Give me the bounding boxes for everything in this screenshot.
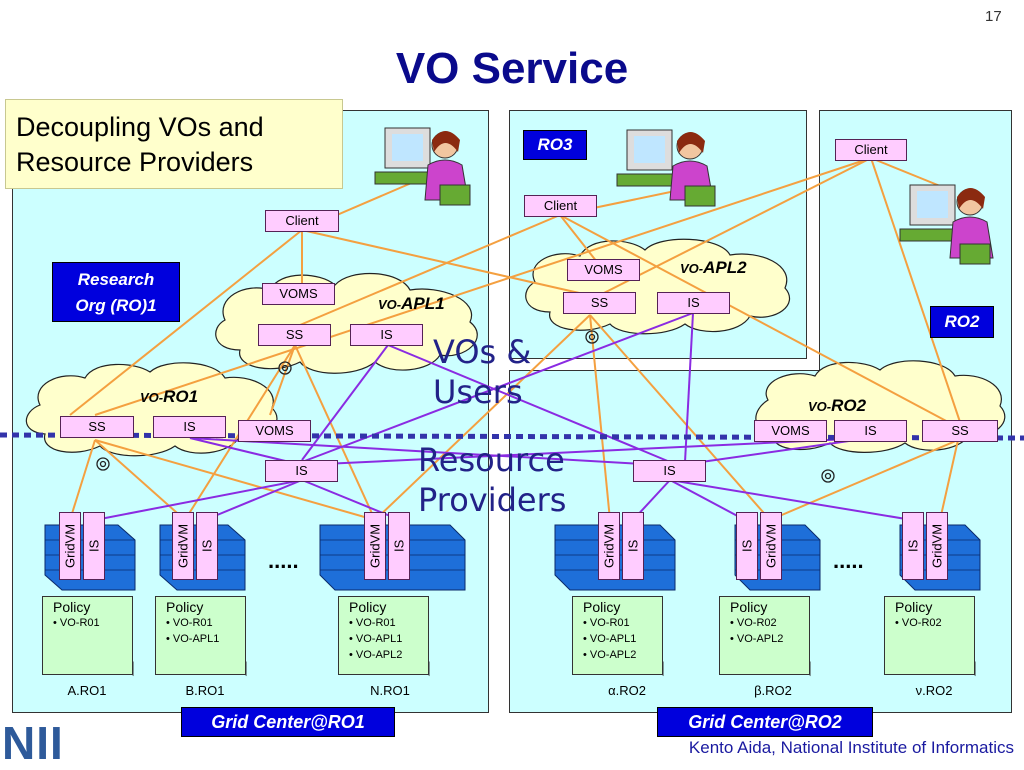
gridvm-alpha: GridVM <box>598 512 620 580</box>
is-ro1: IS <box>153 416 226 438</box>
nii-logo: NII <box>2 717 64 769</box>
node-label-nu: ν.RO2 <box>915 683 953 698</box>
policy-alpha-item: • VO-APL2 <box>583 649 637 661</box>
footer-credit: Kento Aida, National Institute of Inform… <box>688 738 1014 757</box>
label-ro1: Research Org (RO)1 <box>52 262 180 322</box>
is-beta: IS <box>736 512 758 580</box>
vo-ro1-prefix: VO- <box>140 390 164 405</box>
is-apl1: IS <box>350 324 423 346</box>
policy-b-item: • VO-APL1 <box>166 633 220 645</box>
vo-ro2-prefix: VO- <box>808 399 832 414</box>
label-ro2: RO2 <box>930 306 994 338</box>
policy-alpha-heading: Policy <box>583 599 621 615</box>
policy-alpha: Policy • VO-R01 • VO-APL1 • VO-APL2 <box>572 596 663 675</box>
subtitle-line-1: Decoupling VOs and <box>16 112 264 142</box>
ss-ro2: SS <box>922 420 998 442</box>
user-icon-3 <box>899 184 994 265</box>
policy-alpha-item: • VO-R01 <box>583 617 630 629</box>
policy-beta-heading: Policy <box>730 599 768 615</box>
is-ro2: IS <box>834 420 907 442</box>
ellipsis-ro2: ..... <box>833 548 864 573</box>
policy-alpha-item: • VO-APL1 <box>583 633 637 645</box>
vo-apl1-label: VO-APL1 <box>378 294 445 314</box>
cloud-vo-apl2 <box>525 238 791 335</box>
vo-ro1-label: VO-RO1 <box>140 387 198 407</box>
policy-b: Policy • VO-R01 • VO-APL1 <box>155 596 246 675</box>
policy-nu: Policy • VO-R02 <box>884 596 975 675</box>
is-b: IS <box>196 512 218 580</box>
voms-apl2: VOMS <box>567 259 640 281</box>
policy-n-heading: Policy <box>349 599 387 615</box>
subtitle-box: Decoupling VOs and Resource Providers <box>5 99 343 189</box>
voms-ro2: VOMS <box>754 420 827 442</box>
client-ro1: Client <box>265 210 339 232</box>
subtitle-line-2: Resource Providers <box>16 147 254 177</box>
voms-apl1: VOMS <box>262 283 335 305</box>
policy-nu-heading: Policy <box>895 599 933 615</box>
policy-n-item: • VO-APL2 <box>349 649 403 661</box>
grid-center-ro1: Grid Center@RO1 <box>181 707 395 737</box>
node-label-b: B.RO1 <box>185 683 225 698</box>
policy-a: Policy • VO-R01 <box>42 596 133 675</box>
ellipsis-ro1: ..... <box>268 548 299 573</box>
vo-apl1-prefix: VO- <box>378 297 402 312</box>
ss-apl2: SS <box>563 292 636 314</box>
resource-providers-text: Resource Providers <box>418 440 566 520</box>
label-ro1-line1: Research <box>77 270 155 289</box>
ss-ro1: SS <box>60 416 134 438</box>
is-n: IS <box>388 512 410 580</box>
is-apl2: IS <box>657 292 730 314</box>
policy-n-item: • VO-R01 <box>349 617 396 629</box>
gridvm-b: GridVM <box>172 512 194 580</box>
user-icon-1 <box>374 127 471 206</box>
gridvm-a: GridVM <box>59 512 81 580</box>
client-ro3: Client <box>524 195 597 217</box>
client-ro2: Client <box>835 139 907 161</box>
vo-apl2-name: APL2 <box>703 258 747 277</box>
vos-users-line1: VOs & <box>433 333 532 371</box>
grid-center-ro2: Grid Center@RO2 <box>657 707 873 737</box>
label-ro3: RO3 <box>523 130 587 160</box>
is-nu: IS <box>902 512 924 580</box>
policy-beta-item: • VO-APL2 <box>730 633 784 645</box>
policy-a-item: • VO-R01 <box>53 617 100 629</box>
node-label-n: N.RO1 <box>370 683 410 698</box>
policy-b-heading: Policy <box>166 599 204 615</box>
is-grid-ro1: IS <box>265 460 338 482</box>
vos-users-line2: Users <box>433 373 523 411</box>
node-label-a: A.RO1 <box>67 683 107 698</box>
vos-users-text: VOs & Users <box>433 332 531 412</box>
vo-apl2-prefix: VO- <box>680 261 704 276</box>
gridvm-nu: GridVM <box>926 512 948 580</box>
policy-beta: Policy • VO-R02 • VO-APL2 <box>719 596 810 675</box>
user-icon-2 <box>616 129 716 207</box>
ss-apl1: SS <box>258 324 331 346</box>
vo-apl2-label: VO-APL2 <box>680 258 747 278</box>
policy-b-item: • VO-R01 <box>166 617 213 629</box>
label-ro1-line2: Org (RO)1 <box>75 296 157 315</box>
gridvm-beta: GridVM <box>760 512 782 580</box>
policy-nu-item: • VO-R02 <box>895 617 942 629</box>
page-number: 17 <box>985 8 1002 25</box>
policy-beta-item: • VO-R02 <box>730 617 777 629</box>
is-alpha: IS <box>622 512 644 580</box>
policy-a-heading: Policy <box>53 599 91 615</box>
gridvm-n: GridVM <box>364 512 386 580</box>
slide-title: VO Service <box>395 44 629 93</box>
policy-n: Policy • VO-R01 • VO-APL1 • VO-APL2 <box>338 596 429 675</box>
vo-apl1-name: APL1 <box>401 294 445 313</box>
vo-ro2-name: RO2 <box>831 396 867 415</box>
policy-n-item: • VO-APL1 <box>349 633 403 645</box>
region-ro2-top-edge <box>509 370 820 371</box>
node-label-beta: β.RO2 <box>754 683 792 698</box>
is-a: IS <box>83 512 105 580</box>
node-label-alpha: α.RO2 <box>608 683 646 698</box>
vo-ro2-label: VO-RO2 <box>808 396 866 416</box>
voms-ro1: VOMS <box>238 420 311 442</box>
resource-providers-line2: Providers <box>418 481 567 519</box>
resource-providers-line1: Resource <box>418 441 565 479</box>
is-grid-ro2: IS <box>633 460 706 482</box>
vo-ro1-name: RO1 <box>163 387 199 406</box>
